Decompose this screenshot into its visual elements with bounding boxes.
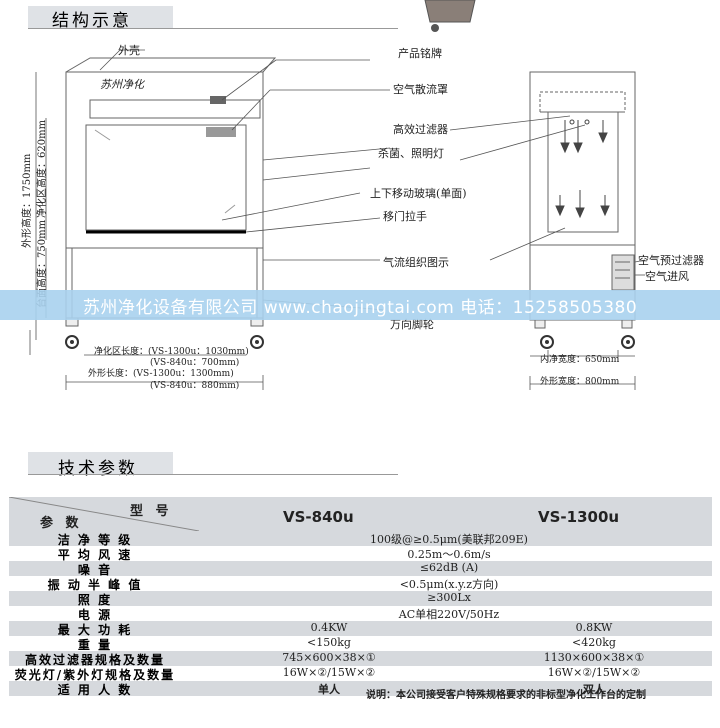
product-photo-edge <box>424 0 476 32</box>
spec-row-name: 适 用 人 数 <box>57 683 133 697</box>
spec-header-row <box>9 497 712 531</box>
spec-header-model: 型 号 <box>130 504 173 519</box>
spec-row: 最 大 功 耗 0.4KW 0.8KW <box>9 621 712 637</box>
spec-note: 说明：本公司接受客户特殊规格要求的非标型净化工作台的定制 <box>366 690 646 701</box>
spec-row-value-1: <150kg <box>307 636 351 649</box>
spec-row-value-1: 16W×②/15W×② <box>282 666 376 679</box>
spec-row-value: 0.25m～0.6m/s <box>407 548 491 561</box>
dim-total-height: 外形高度：1750mm <box>22 153 33 248</box>
label-brand-plate: 产品铭牌 <box>398 47 442 60</box>
spec-row-value-2: <420kg <box>572 636 616 649</box>
spec-row: 适 用 人 数 单人 双人 <box>9 681 712 697</box>
label-air-diffuser: 空气散流罩 <box>393 83 448 96</box>
spec-header-param: 参 数 <box>40 516 83 531</box>
spec-row-value-1: 0.4KW <box>310 621 348 634</box>
label-shell: 外壳 <box>118 44 140 57</box>
spec-row-name: 电 源 <box>77 608 113 622</box>
spec-model-2: VS-1300u <box>538 508 620 526</box>
spec-row-name: 荧光灯/紫外灯规格及数量 <box>14 668 176 682</box>
spec-row-name: 平 均 风 速 <box>57 548 133 562</box>
spec-row-value: ≤62dB (A) <box>419 561 479 574</box>
spec-row-name: 高效过滤器规格及数量 <box>24 653 165 667</box>
spec-row-value: 100级@≥0.5μm(美联邦209E) <box>370 533 528 546</box>
dim-clean-len-2: (VS-840u：700mm) <box>150 358 240 368</box>
section-title-structure: 结构示意 <box>52 11 132 31</box>
spec-header-diagonal <box>9 497 199 531</box>
label-wheel: 万向脚轮 <box>390 318 434 331</box>
spec-row-value: ≥300Lx <box>427 591 471 604</box>
spec-row-name: 照 度 <box>77 593 113 607</box>
dim-clean-height: 净化区高度：620mm <box>37 119 48 218</box>
spec-row: 洁 净 等 级 100级@≥0.5μm(美联邦209E) <box>9 531 712 547</box>
section-underline <box>28 28 398 29</box>
watermark-banner <box>0 290 720 320</box>
spec-row-value-1: 单人 <box>318 683 340 696</box>
section-header-bg-2 <box>28 452 173 474</box>
spec-row-value-2: 16W×②/15W×② <box>547 666 641 679</box>
spec-row: 振 动 半 峰 值 <0.5μm(x.y.z方向) <box>9 576 712 592</box>
spec-row: 噪 音 ≤62dB (A) <box>9 561 712 577</box>
label-hepa: 高效过滤器 <box>393 123 448 136</box>
spec-row-name: 振 动 半 峰 值 <box>47 578 143 592</box>
spec-row: 荧光灯/紫外灯规格及数量 16W×②/15W×② 16W×②/15W×② <box>9 666 712 682</box>
spec-row-name: 洁 净 等 级 <box>57 533 133 547</box>
label-airflow: 气流组织图示 <box>383 256 449 269</box>
label-inner-width: 内净宽度：650mm <box>540 355 620 365</box>
label-lamp: 杀菌、照明灯 <box>378 147 444 160</box>
structure-diagram <box>29 49 646 390</box>
spec-row: 照 度 ≥300Lx <box>9 591 712 607</box>
label-glass: 上下移动玻璃(单面) <box>370 187 467 200</box>
spec-row: 电 源 AC单相220V/50Hz <box>9 606 712 622</box>
spec-row-value-1: 745×600×38×① <box>282 651 376 664</box>
dim-outer-len-1: 外形长度：(VS-1300u：1300mm) <box>88 369 234 379</box>
spec-row-name: 最 大 功 耗 <box>57 623 133 637</box>
section-underline-2 <box>28 474 398 475</box>
spec-row-name: 噪 音 <box>77 563 113 577</box>
label-intake: 空气进风 <box>645 270 689 283</box>
label-plate-text: 苏州净化 <box>100 78 144 91</box>
spec-row: 平 均 风 速 0.25m～0.6m/s <box>9 546 712 562</box>
spec-row-value: <0.5μm(x.y.z方向) <box>399 578 499 591</box>
label-handle: 移门拉手 <box>383 210 427 223</box>
spec-row-name: 重 量 <box>77 638 113 652</box>
label-outer-width: 外形宽度：800mm <box>540 377 620 387</box>
spec-model-1: VS-840u <box>283 508 354 526</box>
dim-clean-len-1: 净化区长度：(VS-1300u：1030mm) <box>94 347 249 357</box>
spec-row-value-2: 双人 <box>583 683 605 696</box>
label-prefilter: 空气预过滤器 <box>638 254 704 267</box>
spec-row-value: AC单相220V/50Hz <box>398 608 500 621</box>
spec-row-value-2: 1130×600×38×① <box>543 651 645 664</box>
watermark-text: 苏州净化设备有限公司 www.chaojingtai.com 电话：152585… <box>82 298 638 318</box>
spec-row: 高效过滤器规格及数量 745×600×38×① 1130×600×38×① <box>9 651 712 667</box>
spec-row-value-2: 0.8KW <box>575 621 613 634</box>
section-title-spec: 技术参数 <box>58 459 138 479</box>
side-shell <box>529 71 636 321</box>
section-header-bg <box>28 6 173 28</box>
front-shell <box>65 71 264 249</box>
dim-outer-len-2: (VS-840u：880mm) <box>150 381 240 391</box>
spec-row: 重 量 <150kg <420kg <box>9 636 712 652</box>
